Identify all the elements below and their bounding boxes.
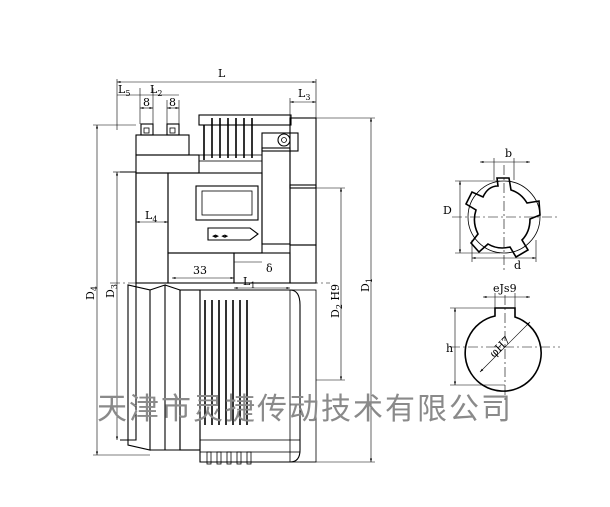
dim-33: 33 [193,264,207,277]
svg-text:◂▸ ◂▸: ◂▸ ◂▸ [212,232,229,240]
key-eJs9-label: eJs9 [493,282,517,295]
dim-delta: δ [266,262,273,275]
keyed-bore-view: eJs9 h φH7 [446,282,560,400]
friction-plates-top [198,114,292,162]
dim-D1: D1 [359,278,374,292]
dim-D2H9: D2 H9 [329,284,344,318]
dim-L1: L1 [243,275,255,290]
dim-L5: L5 [118,83,130,98]
spline-view: b D d [443,147,560,272]
dim-L4: L4 [145,209,157,224]
spline-d-label: d [514,259,521,272]
spline-b-label: b [505,147,512,160]
company-watermark: 天津市灵捷传动技术有限公司 [97,392,513,427]
dim-D3: D3 [104,284,119,298]
key-h-label: h [446,342,453,355]
dim-L2: L2 [150,83,162,98]
dim-8-a: 8 [143,96,150,109]
section-view: ◂▸ ◂▸ [110,114,330,465]
friction-plates-bottom [179,289,317,465]
dim-L3: L3 [298,87,310,102]
dim-8-b: 8 [169,96,176,109]
dimensions: L L5 L2 8 8 L3 L4 33 δ L1 D4 [84,67,375,463]
spline-D-label: D [443,204,452,217]
dim-L: L [218,67,226,80]
dim-D4: D4 [84,286,99,300]
